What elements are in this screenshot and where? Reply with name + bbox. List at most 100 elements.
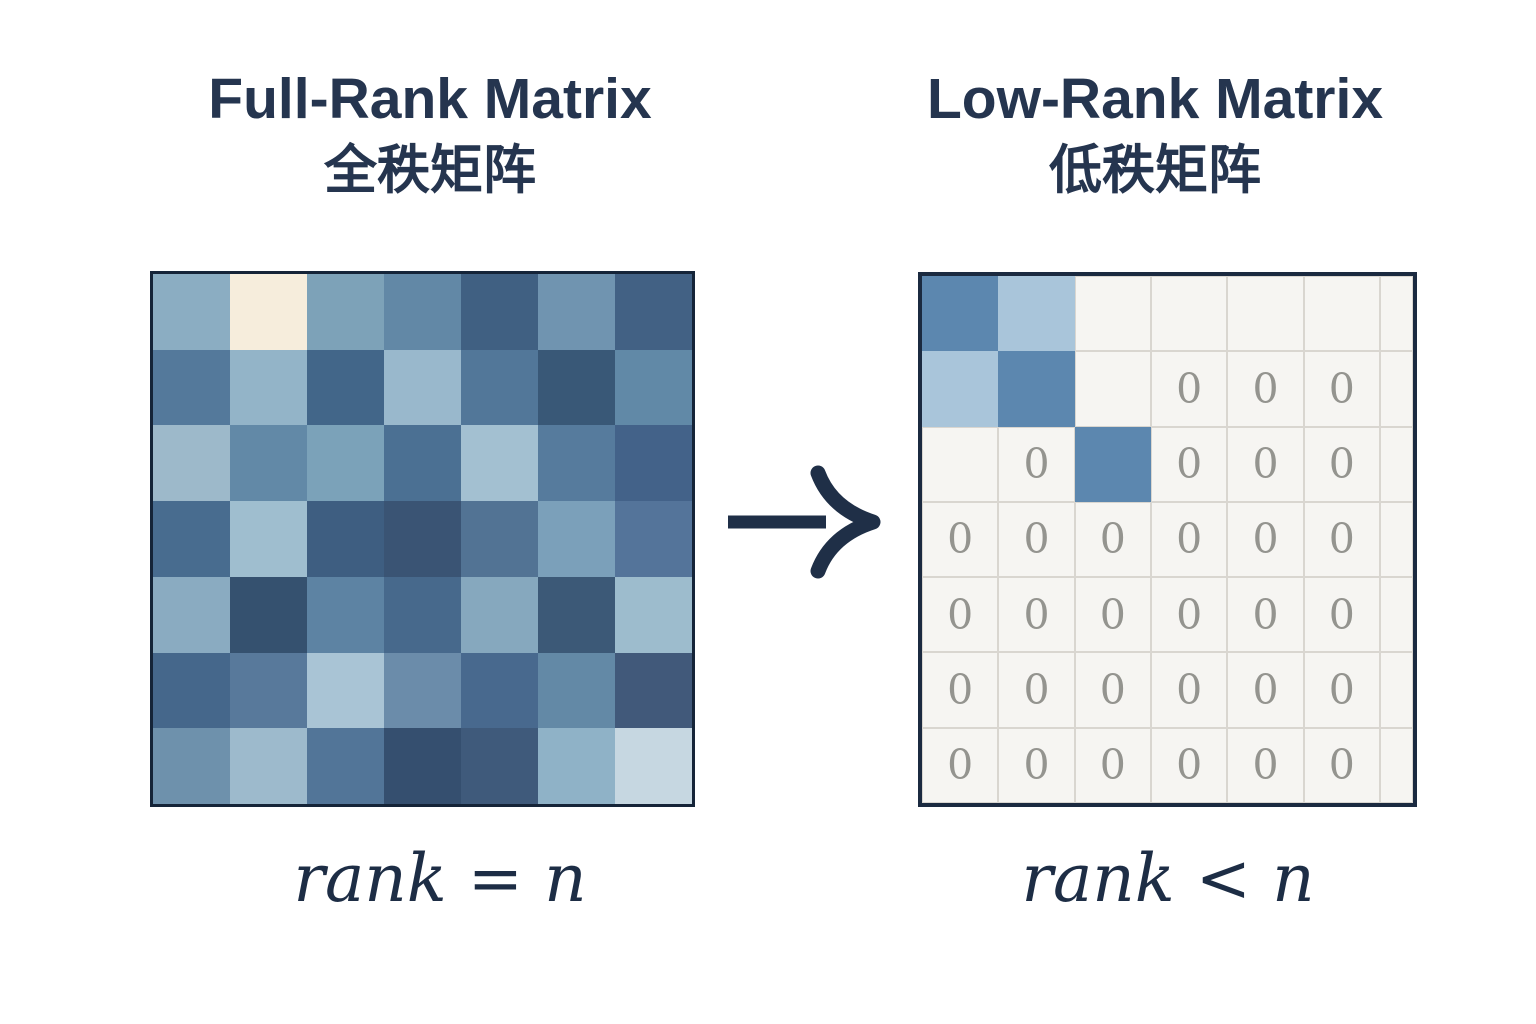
matrix-cell: 0 xyxy=(1151,501,1228,578)
matrix-cell xyxy=(922,276,999,352)
matrix-cell: 0 xyxy=(1227,426,1304,502)
matrix-cell xyxy=(1227,276,1304,352)
matrix-cell xyxy=(615,274,692,350)
matrix-cell xyxy=(230,652,307,729)
right-header: Low-Rank Matrix 低秩矩阵 xyxy=(890,67,1420,200)
matrix-cell xyxy=(1380,351,1413,427)
matrix-cell: 0 xyxy=(1151,652,1228,728)
left-title: Full-Rank Matrix xyxy=(208,67,652,131)
matrix-cell: 0 xyxy=(1303,727,1380,803)
matrix-cell: 0 xyxy=(1303,426,1380,502)
matrix-cell: 0 xyxy=(998,501,1075,578)
matrix-cell xyxy=(615,425,692,502)
matrix-cell xyxy=(307,576,384,653)
matrix-cell xyxy=(230,425,307,502)
matrix-cell: 0 xyxy=(998,577,1075,653)
matrix-cell xyxy=(384,425,461,502)
matrix-cell: 0 xyxy=(1074,501,1151,578)
matrix-cell: 0 xyxy=(1227,727,1304,803)
matrix-cell xyxy=(153,349,230,426)
matrix-cell xyxy=(461,501,538,577)
full-rank-matrix xyxy=(150,271,695,807)
matrix-cell xyxy=(538,425,615,502)
matrix-cell: 0 xyxy=(922,727,999,803)
matrix-cell xyxy=(538,728,615,804)
matrix-cell xyxy=(1380,501,1413,578)
matrix-cell: 0 xyxy=(1303,351,1380,427)
matrix-cell: 0 xyxy=(922,577,999,653)
matrix-cell xyxy=(1380,426,1413,502)
matrix-cell xyxy=(1151,276,1228,352)
matrix-cell xyxy=(230,274,307,350)
matrix-cell xyxy=(461,728,538,804)
right-formula: rank < n xyxy=(1021,840,1315,917)
matrix-cell: 0 xyxy=(1151,727,1228,803)
matrix-cell xyxy=(922,426,999,502)
left-formula: rank = n xyxy=(293,840,587,917)
matrix-cell: 0 xyxy=(1227,351,1304,427)
matrix-cell xyxy=(384,274,461,350)
matrix-cell xyxy=(1380,577,1413,653)
matrix-cell xyxy=(384,728,461,804)
matrix-cell xyxy=(384,501,461,577)
matrix-cell xyxy=(1074,276,1151,352)
matrix-cell xyxy=(998,276,1075,352)
right-arrow-svg xyxy=(728,465,881,579)
matrix-cell: 0 xyxy=(1151,426,1228,502)
matrix-cell xyxy=(153,501,230,577)
matrix-cell: 0 xyxy=(1303,652,1380,728)
matrix-cell xyxy=(615,728,692,804)
matrix-cell xyxy=(230,501,307,577)
matrix-cell xyxy=(461,274,538,350)
right-title: Low-Rank Matrix xyxy=(926,67,1384,131)
matrix-cell: 0 xyxy=(1303,577,1380,653)
left-subtitle: 全秩矩阵 xyxy=(324,140,536,200)
matrix-cell xyxy=(538,576,615,653)
matrix-cell xyxy=(384,652,461,729)
matrix-cell xyxy=(384,349,461,426)
matrix-cell: 0 xyxy=(1227,577,1304,653)
matrix-cell xyxy=(1074,351,1151,427)
matrix-cell xyxy=(615,576,692,653)
matrix-cell: 0 xyxy=(922,652,999,728)
matrix-cell xyxy=(153,274,230,350)
matrix-cell xyxy=(153,728,230,804)
matrix-cell xyxy=(307,425,384,502)
matrix-cell xyxy=(307,501,384,577)
matrix-cell xyxy=(538,652,615,729)
matrix-cell xyxy=(615,501,692,577)
matrix-cell: 0 xyxy=(1074,652,1151,728)
matrix-cell xyxy=(307,652,384,729)
matrix-cell: 0 xyxy=(998,652,1075,728)
matrix-cell xyxy=(307,728,384,804)
matrix-cell xyxy=(1074,426,1151,502)
matrix-cell xyxy=(153,576,230,653)
left-header: Full-Rank Matrix 全秩矩阵 xyxy=(140,67,720,200)
matrix-cell xyxy=(230,576,307,653)
matrix-cell: 0 xyxy=(1151,351,1228,427)
matrix-cell: 0 xyxy=(998,426,1075,502)
matrix-cell xyxy=(153,425,230,502)
matrix-cell xyxy=(615,349,692,426)
matrix-cell: 0 xyxy=(1227,652,1304,728)
matrix-cell xyxy=(307,349,384,426)
matrix-cell xyxy=(538,274,615,350)
matrix-cell xyxy=(230,349,307,426)
matrix-cell xyxy=(998,351,1075,427)
matrix-cell xyxy=(461,576,538,653)
matrix-cell xyxy=(1303,276,1380,352)
matrix-cell xyxy=(384,576,461,653)
right-subtitle: 低秩矩阵 xyxy=(1049,140,1261,200)
matrix-cell xyxy=(1380,652,1413,728)
matrix-cell xyxy=(230,728,307,804)
matrix-cell xyxy=(538,501,615,577)
matrix-cell xyxy=(538,349,615,426)
matrix-cell: 0 xyxy=(1303,501,1380,578)
matrix-cell xyxy=(153,652,230,729)
matrix-cell: 0 xyxy=(1227,501,1304,578)
matrix-cell xyxy=(1380,276,1413,352)
right-arrow-icon xyxy=(722,460,890,580)
matrix-cell xyxy=(461,652,538,729)
